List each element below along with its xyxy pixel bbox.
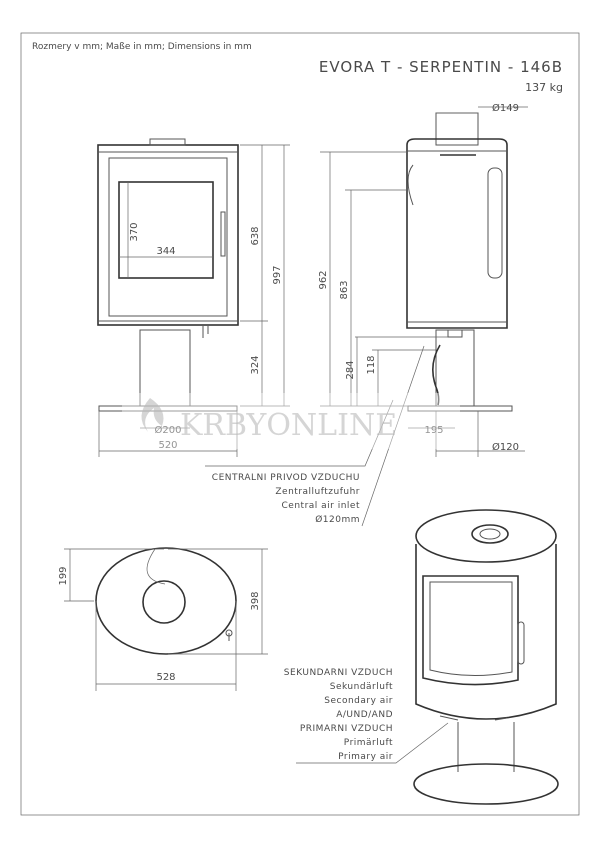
drawing-frame	[20, 32, 580, 816]
side-depth-label: 195	[424, 425, 443, 436]
flame-logo-icon	[141, 398, 164, 432]
perspective-view	[413, 509, 559, 805]
body-height-label: 638	[250, 226, 261, 245]
secondary-air-line-2: Sekundärluft	[330, 682, 393, 692]
pedestal-height-label: 324	[250, 355, 261, 374]
perspective-base	[413, 763, 559, 805]
door-handle	[220, 211, 226, 257]
secondary-air-line-3: Secondary air	[324, 696, 393, 706]
perspective-body	[415, 544, 557, 720]
side-view: Ø149 962 863 284 118 195 Ø120	[318, 102, 528, 457]
flue-diameter-label: Ø149	[492, 102, 519, 114]
flue-pipe	[435, 112, 479, 146]
top-oval	[95, 547, 237, 655]
total-height-label: 997	[272, 265, 283, 284]
watermark: KRBYONLINE	[122, 393, 460, 449]
top-width-label: 528	[156, 672, 175, 683]
front-width-label: 520	[158, 440, 177, 451]
front-glass	[118, 181, 214, 279]
glass-height-label: 370	[129, 222, 140, 241]
top-offset-label: 199	[58, 566, 69, 585]
secondary-air-line-1: SEKUNDARNI VZDUCH	[284, 668, 393, 678]
primary-air-line-3: Primary air	[338, 752, 393, 762]
front-door	[108, 157, 228, 317]
top-view: 199 398 528	[58, 547, 268, 691]
perspective-door	[422, 575, 519, 686]
top-depth-label: 398	[250, 591, 261, 610]
central-air-line-2: Zentralluftzufuhr	[275, 487, 360, 497]
central-air-line-4: Ø120mm	[315, 514, 360, 525]
front-base-diameter: Ø200	[155, 424, 182, 436]
side-diameter-label: Ø120	[492, 441, 519, 453]
watermark-text: KRBYONLINE	[180, 408, 397, 443]
secondary-air-line-4: A/UND/AND	[336, 710, 393, 720]
central-air-callout: CENTRALNI PRIVOD VZDUCHU Zentralluftzufu…	[205, 345, 425, 527]
perspective-top	[415, 509, 557, 563]
rear-height-2-label: 863	[339, 280, 350, 299]
glass-width-label: 344	[156, 246, 175, 257]
air-inlet-height-label: 284	[345, 360, 356, 379]
primary-air-line-2: Primärluft	[344, 738, 393, 748]
dimensions-note: Rozmery v mm; Maße in mm; Dimensions in …	[32, 42, 252, 52]
primary-air-line-1: PRIMARNI VZDUCH	[300, 724, 393, 734]
central-air-line-1: CENTRALNI PRIVOD VZDUCHU	[212, 473, 360, 483]
weight-label: 137 kg	[525, 81, 563, 94]
front-base-plate	[98, 405, 238, 412]
drawing-title: EVORA T - SERPENTIN - 146B	[319, 58, 563, 76]
top-flue-circle	[142, 580, 186, 624]
perspective-flue	[471, 524, 509, 544]
side-body	[406, 138, 508, 329]
air-inlet-height-2-label: 118	[366, 355, 377, 374]
rear-height-1-label: 962	[318, 270, 329, 289]
central-air-line-3: Central air inlet	[282, 501, 360, 511]
air-callouts: SEKUNDARNI VZDUCH Sekundärluft Secondary…	[284, 668, 449, 764]
side-base-plate	[407, 405, 513, 412]
front-view: 370 344 638 997 324 Ø200 520	[97, 138, 290, 457]
